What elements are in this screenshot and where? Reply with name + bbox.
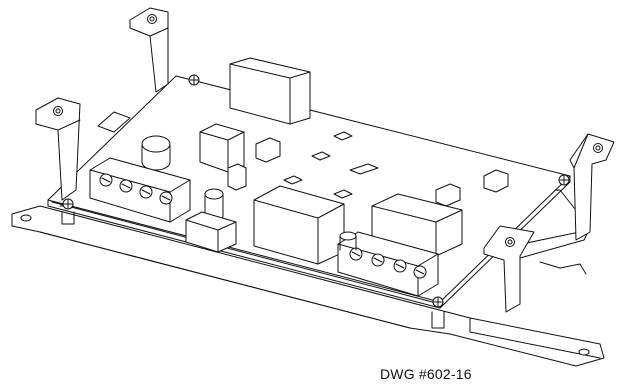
bracket-right (570, 134, 614, 240)
component-small-a (256, 138, 280, 162)
board-screw-back (189, 75, 199, 85)
base-hole-left (21, 215, 31, 221)
terminal-screw-right-2 (372, 254, 384, 266)
board-screw-front-right (432, 297, 444, 328)
capacitor-right (340, 232, 356, 250)
terminal-screw-right-3 (394, 260, 406, 272)
terminal-screw-right-4 (414, 266, 426, 278)
terminal-block-right (338, 232, 438, 296)
transformer-top (230, 58, 310, 124)
base-plate (12, 206, 604, 366)
bracket-front-right (484, 226, 534, 312)
bracket-left (36, 98, 80, 200)
component-front-block (186, 212, 236, 252)
smd-part-1 (334, 132, 352, 140)
capacitor-left (142, 136, 170, 170)
smd-part-3 (350, 164, 378, 174)
terminal-screw-left-3 (140, 186, 152, 198)
base-hole-right (579, 349, 589, 355)
smd-part-2 (312, 152, 330, 160)
board-screw-right (559, 175, 569, 185)
bracket-left-lower (98, 112, 130, 132)
smd-part-5 (334, 190, 352, 198)
terminal-screw-left-2 (120, 180, 132, 192)
relay-block-left (200, 124, 244, 172)
bracket-top-center (130, 8, 168, 92)
trimmer-component (205, 189, 223, 221)
board-screw-front-left (62, 199, 74, 224)
drawing-caption: DWG #602-16 (380, 366, 472, 382)
smd-part-7 (484, 170, 508, 192)
smd-part-4 (284, 176, 302, 184)
terminal-screw-left-4 (160, 192, 172, 204)
smd-part-6 (436, 184, 460, 206)
terminal-block-left (90, 158, 190, 222)
terminal-screw-left-1 (100, 174, 112, 186)
component-small-b (228, 164, 246, 190)
